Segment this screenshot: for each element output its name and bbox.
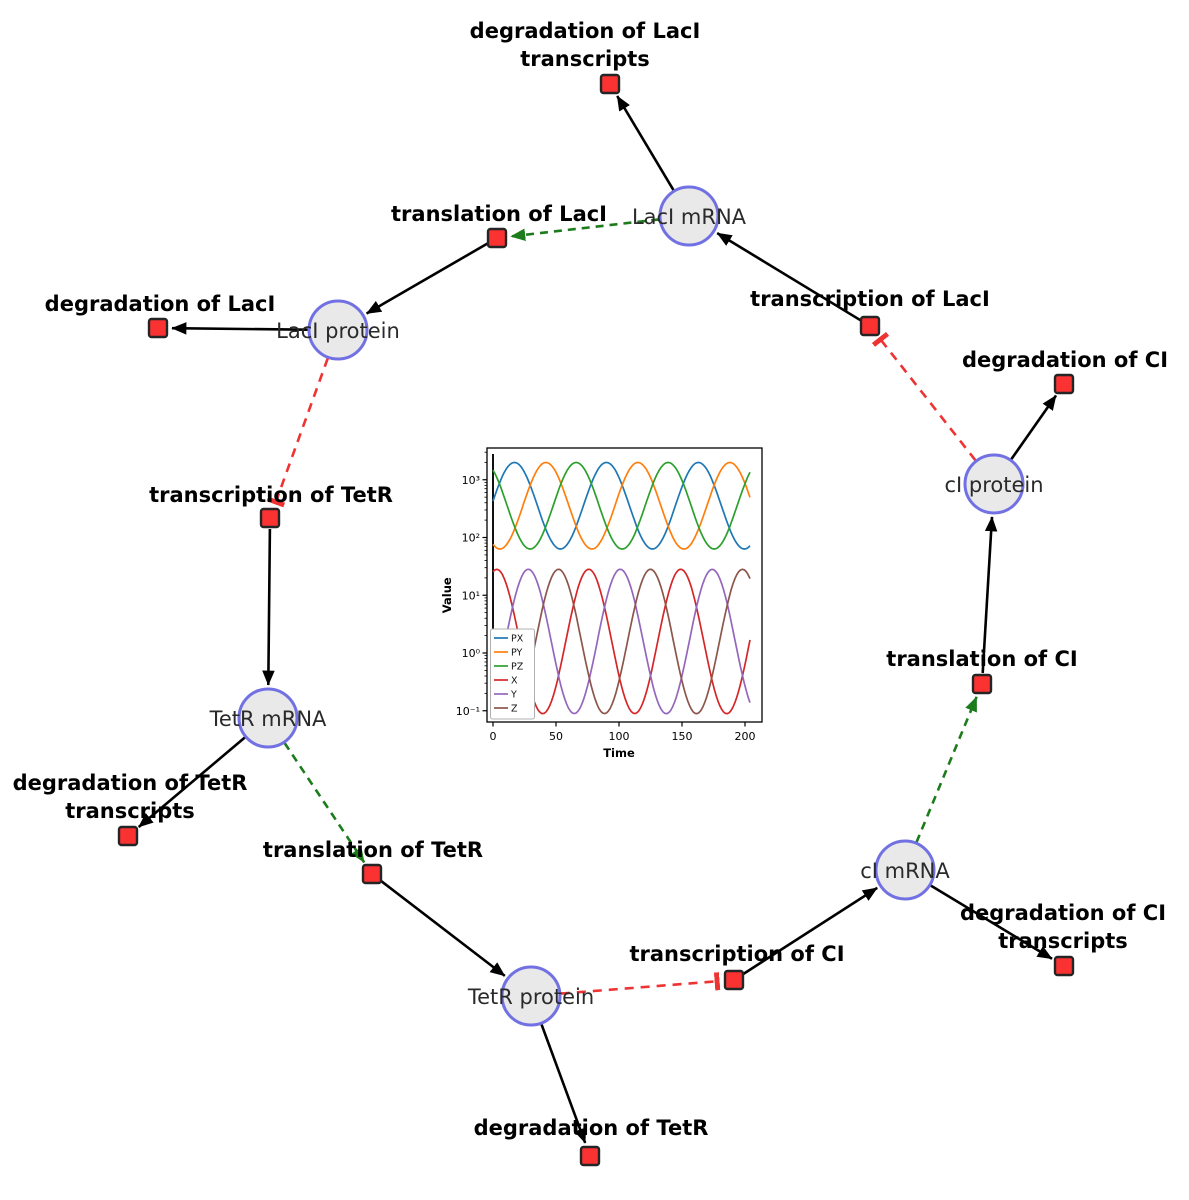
reaction-node-txn_tetR [259,507,281,529]
y-tick-label: 10⁰ [462,647,481,660]
reaction-node-deg_tetR_tx [117,825,139,847]
reaction-node-txn_lacI [859,315,881,337]
species-node-tetR_mRNA [237,687,299,749]
x-tick-label: 150 [672,730,693,743]
reaction-node-deg_cI [1053,373,1075,395]
species-node-cI_protein [963,453,1025,515]
reaction-label-deg_cI: degradation of CI [962,348,1168,372]
species-label-cI_protein: cI protein [944,473,1043,497]
reaction-label-transl_cI: translation of CI [886,647,1077,671]
series-line-Y [492,568,751,715]
edge-inhibition-cI_protein-to-txn_lacI [871,331,977,462]
reaction-node-deg_tetR [579,1145,601,1167]
edge-mass-transl_lacI-to-lacI_protein [365,242,489,315]
species-label-tetR_mRNA: TetR mRNA [209,707,327,731]
reaction-label-txn_cI: transcription of CI [629,942,844,966]
edge-mass-tetR_protein-to-deg_tetR [540,1023,587,1144]
reaction-node-deg_lacI_tx [599,73,621,95]
edge-mass-cI_protein-to-deg_cI [1010,394,1058,461]
edges-layer [137,95,1058,1144]
reaction-label-txn_tetR: transcription of TetR [149,483,393,507]
edge-mass-lacI_mRNA-to-deg_lacI_tx [616,95,675,191]
reaction-node-transl_tetR [361,863,383,885]
edge-mass-txn_tetR-to-tetR_mRNA [262,528,275,686]
species-label-lacI_mRNA: LacI mRNA [632,205,747,229]
y-tick-label: 10³ [462,474,480,487]
reaction-label-deg_tetR_tx-line2: transcripts [65,799,195,823]
edge-mass-tetR_mRNA-to-deg_tetR_tx [137,736,246,828]
legend-label-Y: Y [510,690,517,701]
reaction-label-deg_tetR_tx-line1: degradation of TetR [13,771,248,795]
reaction-node-deg_cI_tx [1053,955,1075,977]
reaction-label-deg_cI_tx-line2: transcripts [998,929,1128,953]
reaction-label-deg_tetR: degradation of TetR [474,1116,709,1140]
series-line-PY [492,461,751,550]
edge-inhibition-tetR_protein-to-txn_cI [560,972,721,995]
legend-label-Z: Z [511,704,518,715]
y-tick-label: 10¹ [462,589,480,602]
x-tick-label: 50 [549,730,563,743]
legend-label-PZ: PZ [511,662,524,673]
edge-mass-txn_cI-to-cI_mRNA [742,886,878,976]
reaction-node-txn_cI [723,969,745,991]
species-node-lacI_mRNA [658,185,720,247]
edge-mass-transl_cI-to-cI_protein [981,516,998,674]
species-label-tetR_protein: TetR protein [467,985,594,1009]
y-axis-label: Value [440,577,454,613]
labels-layer: degradation of LacI transcripts translatio… [13,19,1168,1140]
series-line-X [492,568,751,715]
species-node-tetR_protein [500,965,562,1027]
reaction-node-transl_cI [971,673,993,695]
reaction-label-deg_lacI: degradation of LacI [45,292,276,316]
edge-mass-transl_tetR-to-tetR_protein [379,879,506,977]
reaction-label-transl_lacI: translation of LacI [391,202,607,226]
reaction-node-deg_lacI [147,317,169,339]
reaction-label-deg_cI_tx-line1: degradation of CI [960,901,1166,925]
nodes-layer [117,73,1075,1167]
legend-label-PX: PX [511,634,524,645]
edge-mass-lacI_protein-to-deg_lacI [171,322,309,335]
edge-mass-cI_mRNA-to-deg_cI_tx [930,884,1053,960]
species-node-cI_mRNA [874,839,936,901]
x-tick-label: 200 [735,730,756,743]
edge-mass-txn_lacI-to-lacI_mRNA [716,231,862,322]
edge-activation-lacI_mRNA-to-transl_lacI [510,218,660,241]
edge-activation-cI_mRNA-to-transl_cI [915,696,978,843]
x-tick-label: 100 [609,730,630,743]
edge-activation-tetR_mRNA-to-transl_tetR [283,742,366,864]
y-tick-label: 10⁻¹ [456,705,480,718]
legend-label-X: X [511,676,518,687]
x-axis-label: Time [603,746,635,760]
legend-label-PY: PY [511,648,523,659]
reaction-label-deg_lacI_tx-line1: degradation of LacI [470,19,701,43]
y-tick-label: 10² [462,532,480,545]
x-tick-label: 0 [490,730,497,743]
species-label-lacI_protein: LacI protein [276,319,400,343]
series-line-Z [492,568,751,715]
species-node-lacI_protein [307,299,369,361]
species-label-cI_mRNA: cI mRNA [860,859,950,883]
reaction-node-transl_lacI [486,227,508,249]
reaction-label-transl_tetR: translation of TetR [263,838,483,862]
series-line-PX [492,461,751,550]
series-line-PZ [492,461,751,550]
edge-inhibition-lacI_protein-to-txn_tetR [266,357,330,508]
reaction-label-deg_lacI_tx-line2: transcripts [520,47,650,71]
reaction-label-txn_lacI: transcription of LacI [750,287,990,311]
